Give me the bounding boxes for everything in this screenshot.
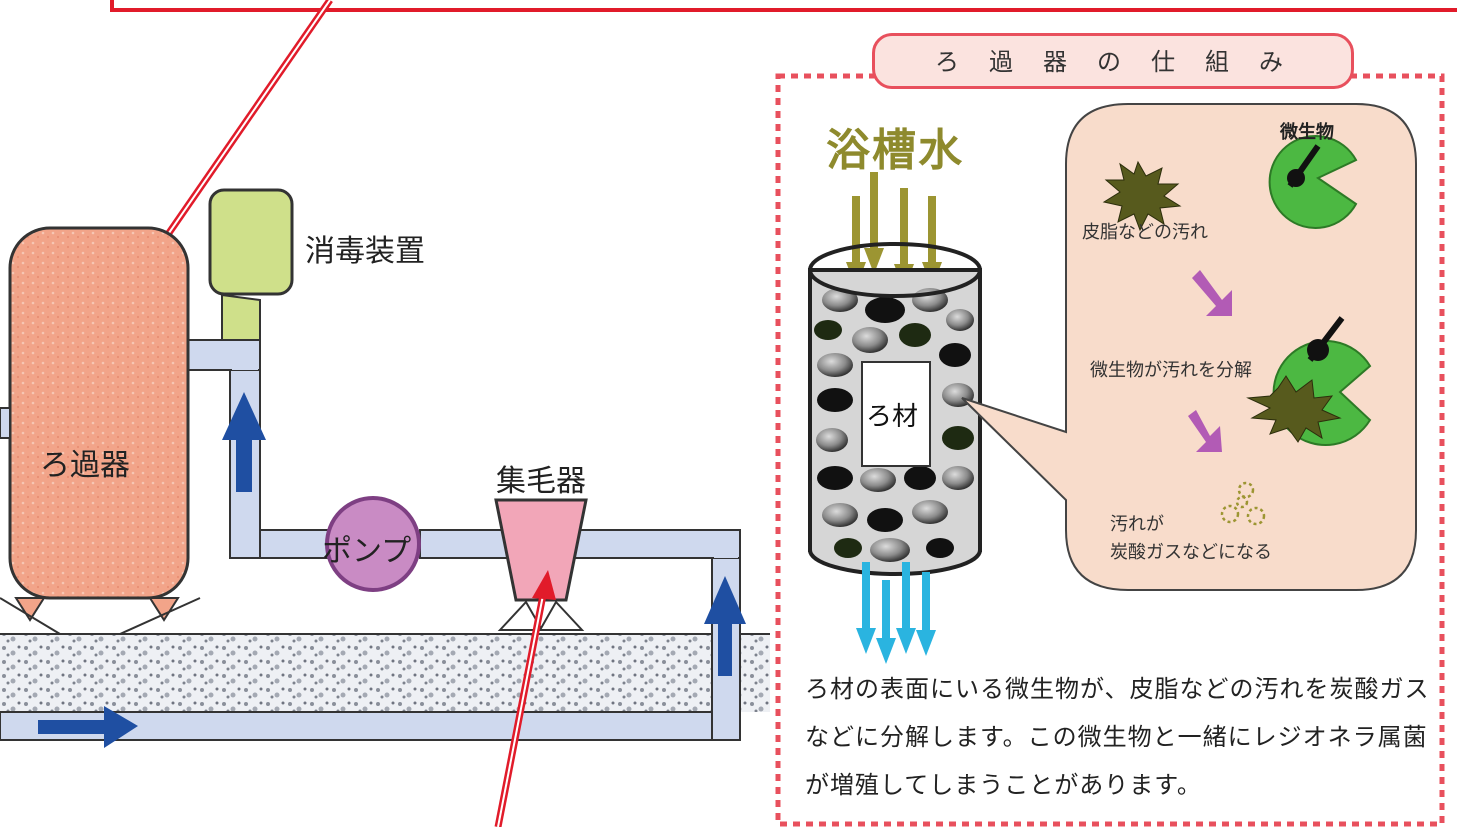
filter-tank — [8, 226, 190, 600]
floor-gravel — [0, 634, 770, 712]
pump — [325, 496, 421, 592]
co2-bubbles-icon — [1220, 481, 1266, 526]
flow-arrow-right — [38, 706, 138, 748]
process-arrows — [1188, 270, 1232, 452]
media-label: ろ材 — [866, 402, 919, 432]
red-pointer-hair-catcher — [494, 570, 556, 827]
hair-catcher-label: 集毛器 — [496, 464, 586, 499]
outflow-arrows — [856, 562, 936, 664]
explanation-text: ろ材の表面にいる微生物が、皮脂などの汚れを炭酸ガスなどに分解します。この微生物と… — [805, 675, 1430, 799]
step2-text: 微生物が汚れを分解 — [1090, 360, 1252, 381]
filter-media-cylinder — [808, 242, 982, 576]
disinfection-device — [208, 188, 294, 296]
disinfect-label: 消毒装置 — [305, 234, 425, 269]
explanation-title: ろ過器の仕組み — [872, 33, 1354, 89]
media-label-box — [861, 361, 931, 467]
step3-line1: 汚れが — [1110, 514, 1164, 535]
red-frame — [110, 0, 1457, 12]
dirt-icon — [1102, 160, 1182, 232]
step3-line2: 炭酸ガスなどになる — [1110, 542, 1272, 563]
flow-arrows — [38, 392, 746, 748]
hair-catcher — [494, 498, 588, 602]
microbe-icon — [1268, 135, 1358, 229]
microbe-label: 微生物 — [1280, 122, 1334, 143]
filter-label: ろ過器 — [40, 448, 130, 483]
pump-label: ポンプ — [322, 534, 412, 569]
flow-arrow-up-left — [222, 392, 266, 492]
flow-arrow-up-right — [704, 576, 746, 676]
microbe-eating-icon — [1246, 316, 1372, 446]
bath-water-label: 浴槽水 — [826, 125, 964, 176]
step1-text: 皮脂などの汚れ — [1082, 222, 1208, 243]
